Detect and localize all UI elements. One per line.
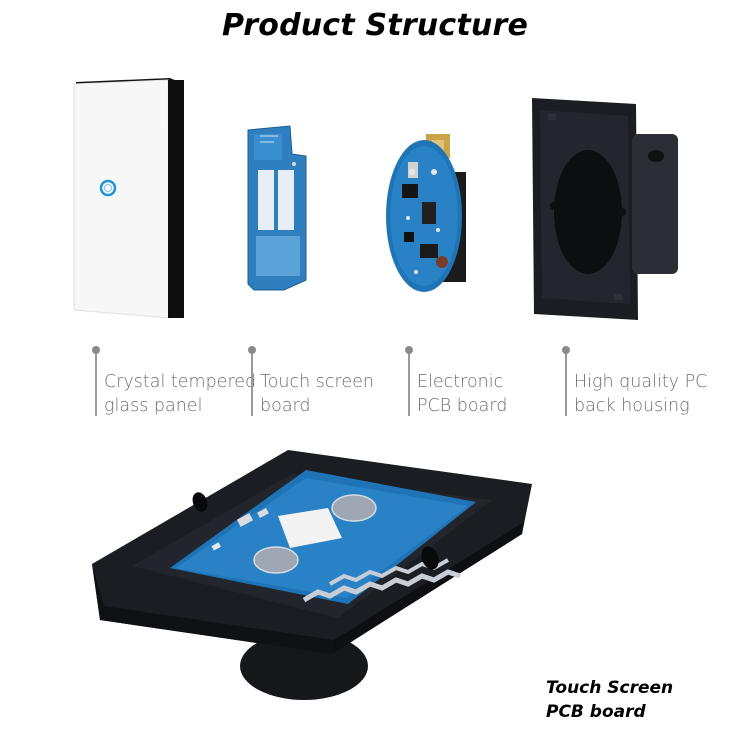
leader-line (251, 348, 253, 416)
leader-line (565, 348, 567, 416)
leader-dot (405, 346, 413, 354)
back-housing-image (530, 94, 680, 322)
label-line-2: PCB board (417, 396, 508, 416)
label-line-1: Electronic (417, 372, 504, 392)
glass-panel-image (72, 78, 188, 320)
bottom-caption: Touch Screen PCB board (546, 676, 673, 724)
bottom-caption-line-2: PCB board (546, 702, 646, 722)
label-line-2: back housing (574, 396, 690, 416)
label-line-2: board (260, 396, 311, 416)
label-line-1: Touch screen (260, 372, 374, 392)
page-title: Product Structure (222, 8, 528, 43)
label-line-1: High quality PC (574, 372, 708, 392)
leader-dot (92, 346, 100, 354)
assembled-switch-image (92, 444, 542, 704)
label-line-1: Crystal tempered (104, 372, 257, 392)
label-line-2: glass panel (104, 396, 203, 416)
pcb-board-image (382, 132, 472, 298)
leader-line (95, 348, 97, 416)
touch-screen-board-image (244, 124, 312, 294)
leader-dot (562, 346, 570, 354)
leader-dot (248, 346, 256, 354)
leader-line (408, 348, 410, 416)
bottom-caption-line-1: Touch Screen (546, 678, 674, 698)
